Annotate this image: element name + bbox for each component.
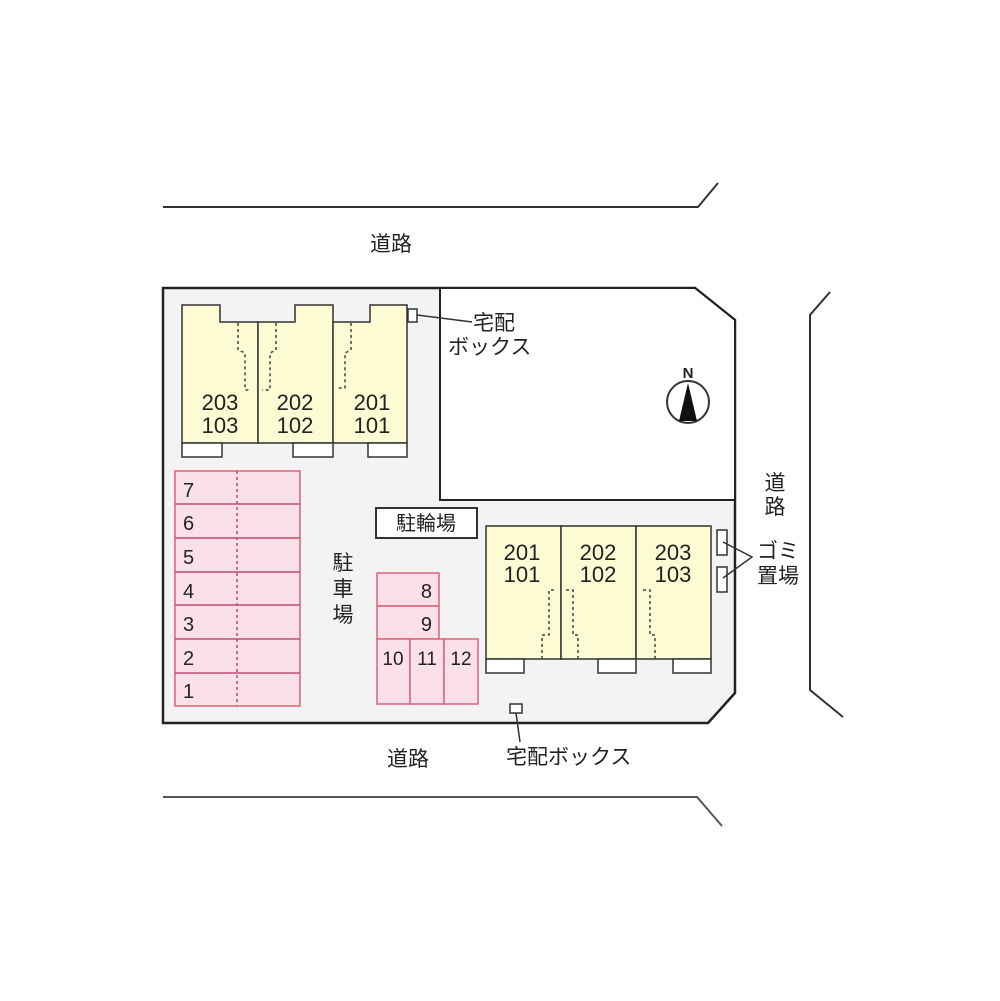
garbage-bin-icon xyxy=(716,529,728,556)
unit-label-lower: 103 xyxy=(655,562,692,587)
unit-label-upper: 201 xyxy=(354,390,391,415)
road-label-north: 道路 xyxy=(370,232,412,256)
parking-label: 車 xyxy=(333,577,354,601)
parking-space-number: 7 xyxy=(183,480,194,502)
unit-label-upper: 203 xyxy=(202,390,239,415)
compass-north-icon xyxy=(666,380,710,424)
unit-label-upper: 202 xyxy=(580,540,617,565)
delivery-box-icon xyxy=(407,308,418,323)
garbage-area-label: 置場 xyxy=(757,564,799,588)
delivery-box-label: 宅配 xyxy=(473,311,515,335)
parking-space-number: 11 xyxy=(417,649,437,670)
road-label-east: 道 xyxy=(765,471,786,495)
parking-space-number: 3 xyxy=(183,614,194,636)
bicycle-parking-label: 駐輪場 xyxy=(396,511,456,535)
parking-space-number: 6 xyxy=(183,513,194,535)
south-road-edge xyxy=(163,796,723,827)
garbage-bin-icon xyxy=(716,566,728,593)
unit-label-upper: 201 xyxy=(504,540,541,565)
unit-label-lower: 102 xyxy=(580,562,617,587)
parking-space-number: 1 xyxy=(183,681,194,703)
parking-space-number: 12 xyxy=(450,649,471,670)
parking-space-number: 8 xyxy=(421,581,432,603)
bicycle-parking-area xyxy=(375,507,478,539)
unit-label-lower: 102 xyxy=(277,413,314,438)
south-building xyxy=(485,525,712,674)
unit-label-lower: 103 xyxy=(202,413,239,438)
east-road-edge xyxy=(809,291,844,718)
road-label-east: 路 xyxy=(765,495,786,519)
parking-label: 駐 xyxy=(333,551,354,575)
parking-label: 場 xyxy=(333,603,354,627)
parking-space-number: 5 xyxy=(183,547,194,569)
parking-space-number: 9 xyxy=(421,614,432,636)
compass-label: N xyxy=(683,365,694,382)
vacant-lot xyxy=(439,287,736,501)
unit-label-lower: 101 xyxy=(354,413,391,438)
delivery-box-label: ボックス xyxy=(448,335,531,359)
parking-space-number: 2 xyxy=(183,648,194,670)
road-label-south: 道路 xyxy=(387,747,429,771)
garbage-area-label: ゴミ xyxy=(757,539,799,563)
unit-label-lower: 101 xyxy=(504,562,541,587)
delivery-box-icon xyxy=(509,703,523,714)
parking-center-block xyxy=(376,572,479,705)
parking-left-column xyxy=(174,470,301,707)
unit-label-upper: 202 xyxy=(277,390,314,415)
north-building xyxy=(181,304,408,458)
parking-space-number: 10 xyxy=(382,649,403,670)
unit-label-upper: 203 xyxy=(655,540,692,565)
parking-space-number: 4 xyxy=(183,581,194,603)
north-road-edge xyxy=(163,182,719,208)
delivery-box-label: 宅配ボックス xyxy=(506,745,631,769)
